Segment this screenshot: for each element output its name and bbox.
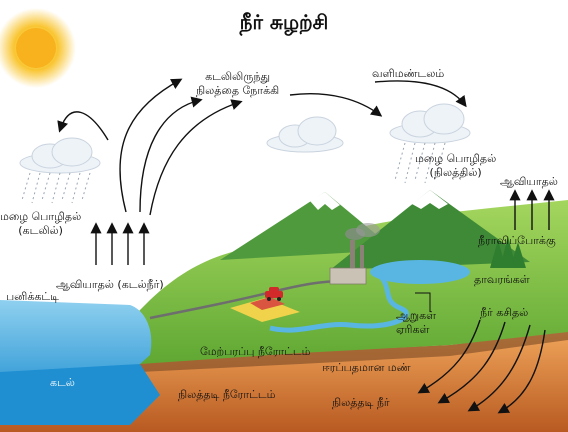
snow-cap-left (310, 192, 340, 210)
cloud-left (19, 137, 101, 174)
moisture-transport-arrows (57, 78, 243, 216)
label-sea: கடல் (50, 376, 75, 389)
label-groundwater: நிலத்தடி நீர் (332, 396, 390, 409)
to-land-arrow (289, 93, 383, 117)
moist-soil-band (140, 330, 568, 372)
mountain-right (330, 190, 530, 270)
factory-icon (329, 223, 380, 285)
evaporation-arrows-land (509, 189, 555, 230)
rain-land (394, 142, 446, 184)
label-infiltration: நீர் கசிதல் (480, 306, 529, 319)
atmosphere-arrow (374, 80, 467, 108)
field-red (250, 297, 285, 310)
label-atmosphere: வளிமண்டலம் (372, 67, 445, 80)
page-title: நீர் சுழற்சி (239, 10, 329, 34)
sea (0, 300, 152, 380)
label-surface-runoff: மேற்பரப்பு நீரோட்டம் (200, 345, 311, 358)
river-pointer (415, 292, 431, 312)
label-rain-land: மழை பொழிதல் (நிலத்தில்) (415, 152, 497, 179)
label-ice: பனிக்கட்டி (6, 290, 59, 303)
label-rain-sea: மழை பொழிதல் (கடலில்) (0, 210, 82, 237)
lake (370, 260, 470, 284)
label-groundwater-flow: நிலத்தடி நீரோட்டம் (178, 388, 276, 401)
label-evaporation-sea: ஆவியாதல் (கடல்நீர்) (56, 278, 164, 291)
label-evap-sea-to-land: கடலிலிருந்து நிலத்தை நோக்கி (196, 70, 280, 97)
deep-sea (0, 364, 160, 425)
cloud-top-middle (266, 116, 344, 153)
label-evaporation-land: ஆவியாதல் (500, 175, 558, 188)
snow-cap-right (412, 190, 448, 209)
infiltration-arrows (417, 319, 546, 414)
rain-sea (21, 172, 91, 204)
sun-core (16, 28, 56, 68)
fields (230, 298, 300, 322)
cloud-right (389, 103, 471, 144)
trees-icon (490, 236, 526, 268)
car-icon (265, 287, 283, 301)
river (269, 269, 409, 333)
evaporation-arrows-sea (90, 222, 150, 265)
label-moist-soil: ஈரப்பதமான மண் (322, 361, 411, 374)
label-rivers: ஆறுகள் (396, 309, 437, 322)
label-plants: தாவரங்கள் (474, 273, 530, 286)
label-transpiration: நீராவிப்போக்கு (478, 234, 556, 247)
label-lakes: ஏரிகள் (396, 323, 430, 336)
